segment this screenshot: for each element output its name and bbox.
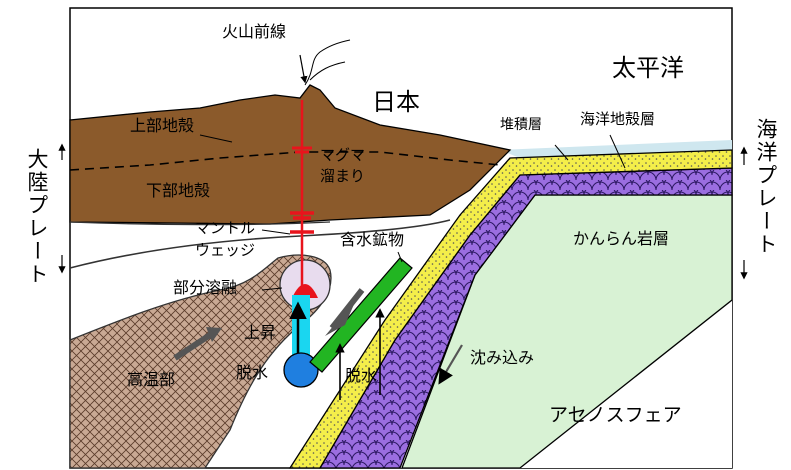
oceanic-crust-leader (609, 134, 626, 169)
dehydration-water-ball (283, 352, 319, 388)
dehydration-right-label: 脱水 (345, 366, 378, 385)
magma-chamber-mark-2 (290, 211, 314, 220)
hot-zone-flow-arrow-icon (206, 327, 222, 342)
mantle-wedge-label-1: マントル (195, 219, 256, 237)
high-temp-zone-label: 高温部 (127, 370, 176, 389)
oceanic-crust-label: 海洋地殻層 (580, 110, 656, 128)
hot-zone-flow-shaft (173, 332, 212, 361)
partial-melting-leader (261, 287, 283, 291)
subduction-arrow-icon (438, 344, 463, 385)
continental-plate-label: 大陸プレート (25, 148, 49, 286)
sediment-layer-label: 堆積層 (500, 117, 542, 133)
eruption-lines (304, 39, 351, 86)
fluid-column (292, 295, 310, 355)
moho-line (69, 221, 331, 226)
volcanic-front-label: 火山前線 (222, 22, 287, 41)
pacific-label: 太平洋 (612, 54, 684, 82)
dehydration-left-label: 脱水 (236, 363, 269, 382)
hydrous-minerals-label: 含水鉱物 (340, 230, 405, 249)
japan-label: 日本 (372, 88, 420, 116)
upper-crust-label: 上部地殻 (130, 116, 195, 135)
magma-chamber-mark-1 (292, 146, 312, 154)
oceanic-plate-label: 海洋プレート (754, 118, 778, 256)
mantle-wedge-line (69, 219, 451, 269)
subduction-label: 沈み込み (470, 348, 535, 367)
hydrous-flow-shaft (329, 288, 365, 330)
sediment-layer (288, 149, 733, 469)
sediment-leader (554, 144, 569, 161)
partial-melting-label: 部分溶融 (173, 278, 238, 297)
volcanic-front-arrow-icon (299, 54, 308, 84)
mantle-wedge-label-2: ウェッジ (195, 241, 256, 259)
hydrous-leader (397, 251, 403, 263)
mantle-wedge-leader (261, 229, 291, 235)
melt-drop-icon (292, 284, 318, 298)
high-temp-zone (69, 254, 332, 469)
continental-crust (69, 84, 512, 225)
lower-crust-label: 下部地殻 (146, 181, 211, 200)
magma-pool-label-2: 溜まり (320, 167, 366, 185)
upper-crust-leader (199, 134, 233, 143)
peridotite-label: かんらん岩層 (573, 229, 670, 248)
magma-pool-label-1: マグマ (320, 146, 366, 164)
asthenosphere-label: アセノスフェア (549, 404, 682, 426)
ascent-label: 上昇 (244, 323, 277, 342)
